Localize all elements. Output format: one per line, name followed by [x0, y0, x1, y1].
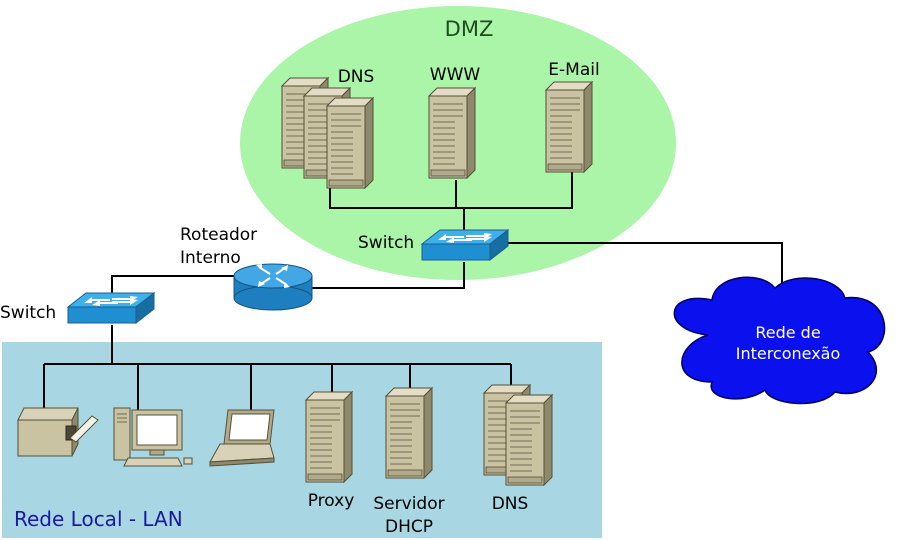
cloud-label-line2: Interconexão — [736, 344, 841, 363]
dmz-email-server — [545, 81, 593, 173]
dmz-www-server — [428, 87, 476, 179]
dmz-www-label: WWW — [430, 65, 481, 85]
dmz-title: DMZ — [445, 17, 494, 41]
laptop-icon — [209, 409, 275, 467]
dmz-switch-label: Switch — [358, 233, 414, 253]
network-links — [43, 172, 783, 410]
proxy-server — [305, 391, 353, 483]
lan-switch — [67, 292, 155, 324]
printer-icon — [17, 407, 99, 457]
router-label-line1: Roteador — [180, 225, 257, 245]
dmz-switch — [421, 229, 509, 261]
dmz-dns-label: DNS — [338, 67, 375, 87]
dhcp-label-line1: Servidor — [373, 494, 444, 514]
proxy-label: Proxy — [308, 491, 355, 511]
lan-dns-label: DNS — [492, 494, 529, 514]
lan-switch-label: Switch — [0, 303, 56, 323]
lan-title: Rede Local - LAN — [14, 507, 183, 531]
dmz-email-label: E-Mail — [548, 60, 599, 80]
dhcp-server — [385, 387, 433, 479]
cloud-label-line1: Rede de — [755, 323, 820, 342]
dhcp-label-line2: DHCP — [385, 517, 433, 537]
router-label-line2: Interno — [180, 248, 241, 268]
internal-router — [233, 263, 313, 311]
lan-dns-server — [483, 384, 553, 486]
interconnection-cloud — [673, 276, 886, 405]
desktop-computer-icon — [113, 407, 193, 467]
